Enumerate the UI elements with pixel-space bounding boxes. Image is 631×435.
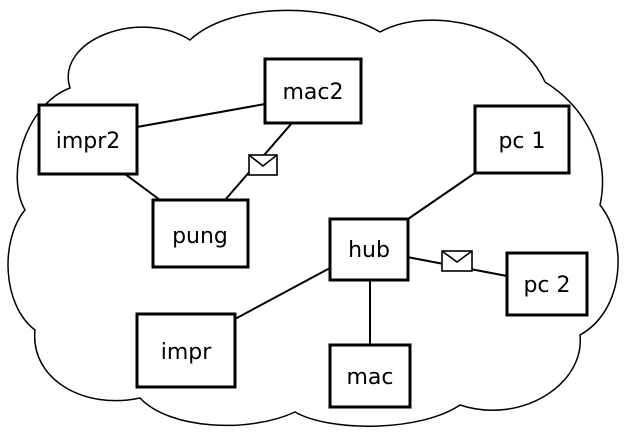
node-impr[interactable]: impr (135, 312, 237, 389)
node-label-mac: mac (346, 365, 393, 390)
edge-impr2-mac2 (136, 103, 266, 128)
node-mac2[interactable]: mac2 (263, 57, 363, 125)
edge-hub-impr (234, 267, 331, 320)
node-label-impr2: impr2 (56, 129, 121, 154)
envelope-icon (248, 154, 278, 176)
envelope-icon (441, 250, 473, 272)
node-hub[interactable]: hub (328, 217, 410, 282)
node-label-pc2: pc 2 (523, 273, 570, 298)
edge-impr2-pung (124, 173, 161, 201)
node-mac[interactable]: mac (328, 343, 412, 409)
node-label-pung: pung (172, 224, 228, 249)
edge-hub-pc1 (407, 172, 476, 220)
node-label-impr: impr (161, 340, 213, 365)
node-pc2[interactable]: pc 2 (505, 251, 589, 317)
node-pc1[interactable]: pc 1 (473, 104, 571, 175)
node-label-mac2: mac2 (282, 80, 343, 105)
node-impr2[interactable]: impr2 (37, 103, 139, 176)
node-label-hub: hub (348, 238, 390, 263)
node-pung[interactable]: pung (151, 198, 250, 269)
node-label-pc1: pc 1 (498, 129, 545, 154)
